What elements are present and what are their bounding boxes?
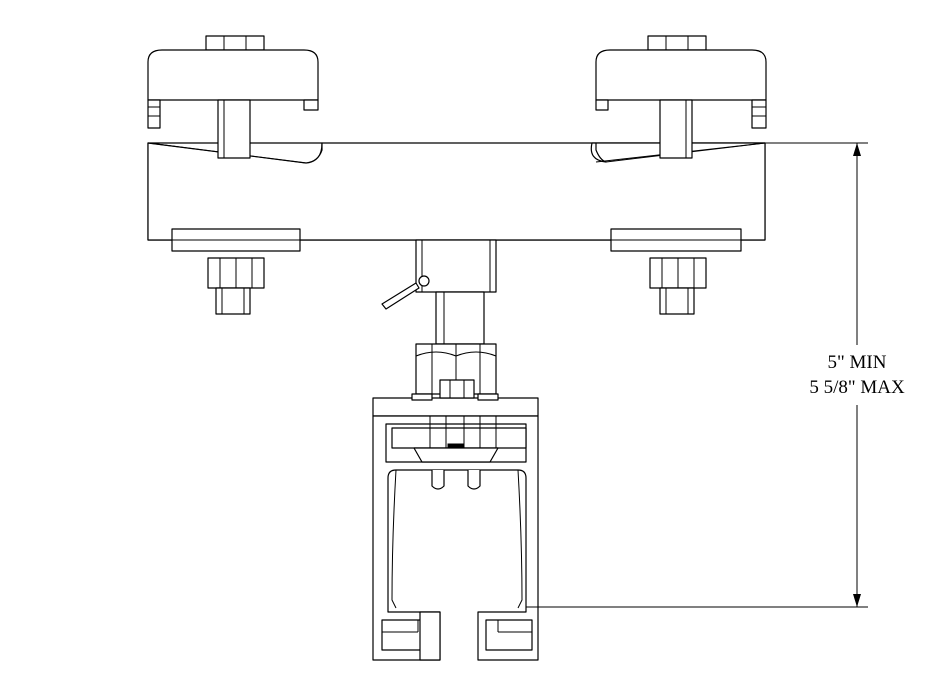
dimension-arrow-bottom: [853, 594, 861, 607]
center-hanger-stem: [415, 239, 497, 345]
trolley-top-plate: [372, 379, 539, 417]
dimension-arrow-top: [853, 143, 861, 156]
right-hex-nut: [649, 257, 707, 315]
left-clamp-pad: [147, 35, 319, 159]
left-hex-nut: [207, 257, 265, 315]
dimension-max-label: 5 5/8" MAX: [809, 377, 905, 398]
track-profile: [372, 415, 539, 661]
dimension-min-label: 5" MIN: [828, 352, 887, 373]
left-bottom-plate: [171, 228, 301, 252]
right-bottom-plate: [610, 228, 742, 252]
dimension-annotation: 5" MIN 5 5/8" MAX: [526, 142, 905, 608]
retaining-pin: [381, 275, 430, 310]
right-clamp-pad: [595, 35, 767, 159]
clamp-body: [147, 142, 766, 241]
